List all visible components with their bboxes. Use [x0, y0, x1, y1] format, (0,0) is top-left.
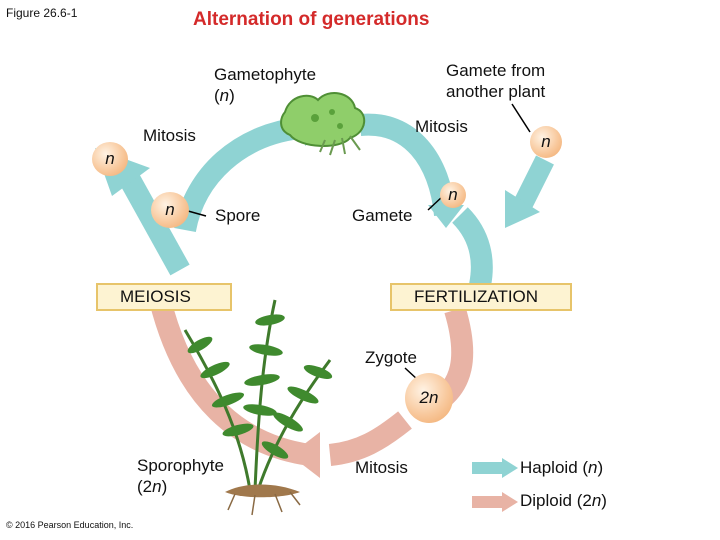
legend-haploid [472, 458, 518, 483]
copyright: © 2016 Pearson Education, Inc. [6, 520, 134, 530]
diploid-arc-bottom-left [149, 297, 312, 466]
mitosis-left-label: Mitosis [143, 126, 196, 145]
diagram-title: Alternation of generations [193, 9, 430, 30]
sporophyte-label: Sporophyte (2n) [137, 455, 224, 497]
diploid-arrowhead-bottom [290, 432, 320, 478]
gamete-from-another-plant-label: Gamete from another plant [446, 60, 545, 102]
spore-label: Spore [215, 206, 261, 225]
diploid-arc-bottom-right [328, 411, 412, 466]
gamete-from-label-line2: another plant [446, 82, 546, 101]
zygote-circle: 2n [405, 373, 453, 423]
gametophyte-label-line2: (n) [214, 86, 235, 105]
legend-haploid-arrow [472, 458, 518, 478]
gamete-circle: n [440, 182, 466, 208]
meiosis-box: MEIOSIS [96, 283, 232, 311]
gamete-from-label-line1: Gamete from [446, 61, 546, 80]
legend-haploid-label: Haploid (n) [520, 458, 604, 477]
figure-label: Figure 26.6-1 [6, 6, 78, 20]
haploid-arrowhead-other [505, 190, 540, 228]
other-gamete-circle: n [530, 126, 562, 158]
spore-circle: n [151, 192, 189, 228]
fertilization-box: FERTILIZATION [390, 283, 572, 311]
haploid-arc-fertilization [451, 207, 493, 288]
sporophyte-illustration [183, 299, 333, 516]
mitosis-right-label: Mitosis [415, 117, 468, 136]
legend-diploid-label: Diploid (2n) [520, 491, 607, 510]
spore-leader-line [187, 210, 207, 217]
gametophyte-illustration [280, 92, 366, 156]
legend-diploid-arrow [472, 492, 518, 512]
haploid-arrowhead-gamete [428, 205, 464, 228]
gametophyte-label: Gametophyte (n) [214, 64, 316, 106]
haploid-arrow-to-spore-n [120, 174, 190, 276]
sporophyte-label-line2: (2n) [137, 477, 168, 496]
mitosis-bottom-label: Mitosis [355, 458, 408, 477]
legend-diploid [472, 492, 518, 517]
sporophyte-label-line1: Sporophyte [137, 456, 224, 475]
other-gamete-leader-line [511, 103, 531, 133]
gametophyte-label-line1: Gametophyte [214, 65, 317, 84]
zygote-label: Zygote [365, 348, 417, 367]
gamete-label: Gamete [352, 206, 413, 225]
haploid-arc-right [358, 113, 456, 217]
haploid-n-circle-left: n [92, 142, 128, 176]
haploid-arrow-other-gamete [511, 155, 554, 215]
